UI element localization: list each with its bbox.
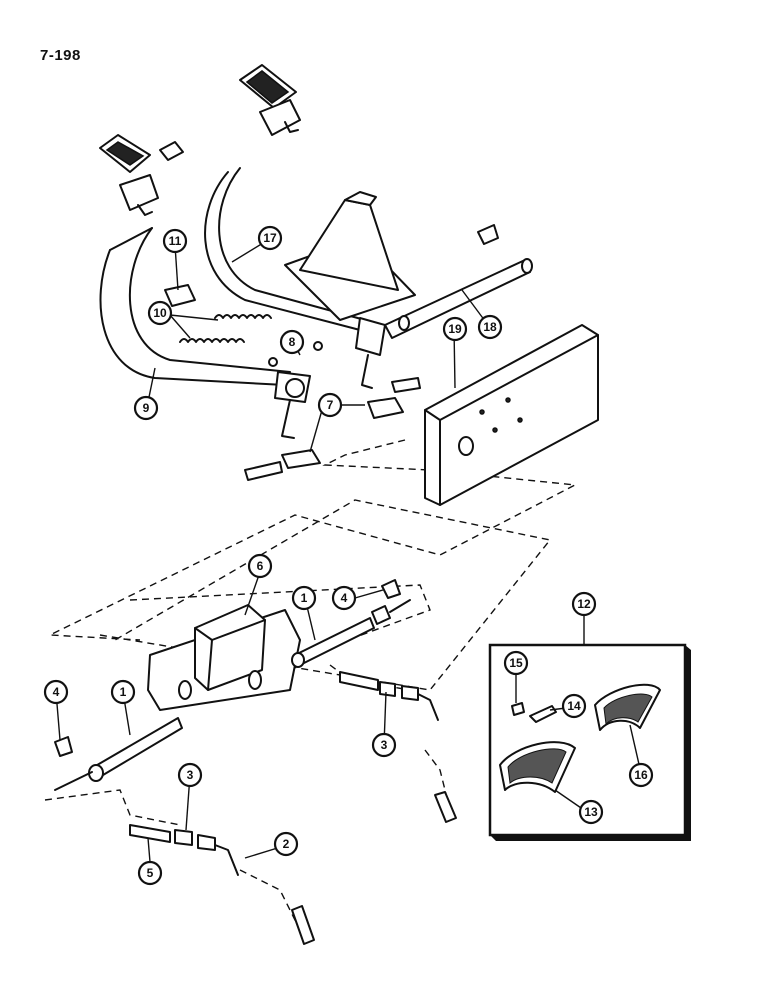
pedal-arm-9 bbox=[99, 227, 311, 439]
fitting-set-right bbox=[339, 671, 439, 721]
callout-13: 13 bbox=[578, 799, 604, 825]
callout-19: 19 bbox=[442, 316, 468, 342]
callout-label: 1 bbox=[120, 685, 127, 699]
fitting-set-left bbox=[129, 824, 239, 876]
callout-2: 2 bbox=[273, 831, 299, 857]
callout-3-right: 3 bbox=[371, 732, 397, 758]
pedal-pad-13 bbox=[499, 741, 576, 793]
callout-16: 16 bbox=[628, 762, 654, 788]
nut-8 bbox=[268, 341, 323, 367]
callout-label: 3 bbox=[381, 738, 388, 752]
callout-7: 7 bbox=[317, 392, 343, 418]
callout-11: 11 bbox=[162, 228, 188, 254]
callout-label: 13 bbox=[584, 805, 598, 819]
callout-label: 17 bbox=[263, 231, 277, 245]
callout-15: 15 bbox=[503, 650, 529, 676]
callout-label: 5 bbox=[147, 866, 154, 880]
callout-12: 12 bbox=[571, 591, 597, 617]
pedal-arm-17 bbox=[204, 167, 386, 389]
return-springs-10 bbox=[179, 314, 272, 343]
callout-label: 6 bbox=[257, 559, 264, 573]
callout-6: 6 bbox=[247, 553, 273, 579]
push-rod-1-right bbox=[291, 599, 411, 668]
callout-label: 12 bbox=[577, 597, 591, 611]
callout-label: 18 bbox=[483, 320, 497, 334]
small-clip bbox=[477, 224, 499, 245]
callout-4-left: 4 bbox=[43, 679, 69, 705]
callout-label: 19 bbox=[448, 322, 462, 336]
cross-shaft-18 bbox=[384, 258, 533, 339]
kit-box-12 bbox=[488, 643, 691, 841]
callout-4-right: 4 bbox=[331, 585, 357, 611]
callout-18: 18 bbox=[477, 314, 503, 340]
clip-4-right bbox=[381, 579, 401, 599]
callout-label: 7 bbox=[327, 398, 334, 412]
callout-5: 5 bbox=[137, 860, 163, 886]
callout-9: 9 bbox=[133, 395, 159, 421]
callout-label: 9 bbox=[143, 401, 150, 415]
callout-label: 15 bbox=[509, 656, 523, 670]
callout-10: 10 bbox=[147, 300, 173, 326]
push-rod-1-left bbox=[54, 717, 183, 791]
callout-8: 8 bbox=[279, 329, 305, 355]
callout-label: 14 bbox=[567, 699, 581, 713]
callout-label: 4 bbox=[53, 685, 60, 699]
callout-17: 17 bbox=[257, 225, 283, 251]
callout-label: 8 bbox=[289, 335, 296, 349]
nut-15 bbox=[511, 702, 525, 716]
callout-label: 3 bbox=[187, 768, 194, 782]
callout-label: 16 bbox=[634, 768, 648, 782]
clevis-7 bbox=[244, 377, 421, 481]
callout-label: 4 bbox=[341, 591, 348, 605]
callout-label: 1 bbox=[301, 591, 308, 605]
callout-14: 14 bbox=[561, 693, 587, 719]
page-number: 7-198 bbox=[40, 47, 81, 64]
callout-1-left: 1 bbox=[110, 679, 136, 705]
clip-14 bbox=[529, 705, 557, 723]
bleeder-bolt-right bbox=[434, 791, 457, 823]
clip-4-left bbox=[54, 736, 73, 757]
callout-label: 2 bbox=[283, 837, 290, 851]
pedal-pad-upper bbox=[239, 64, 301, 136]
master-cylinder-6 bbox=[147, 604, 301, 711]
callout-label: 10 bbox=[153, 306, 167, 320]
bracket-11 bbox=[164, 284, 196, 307]
pedal-pad-16 bbox=[594, 683, 661, 731]
callout-3-left: 3 bbox=[177, 762, 203, 788]
shift-boot bbox=[284, 191, 416, 321]
pedal-pad-left bbox=[99, 134, 184, 216]
mounting-plate-19 bbox=[424, 324, 599, 506]
callout-1-right: 1 bbox=[291, 585, 317, 611]
callout-label: 11 bbox=[169, 234, 182, 248]
bleeder-bolt-left bbox=[291, 905, 315, 945]
